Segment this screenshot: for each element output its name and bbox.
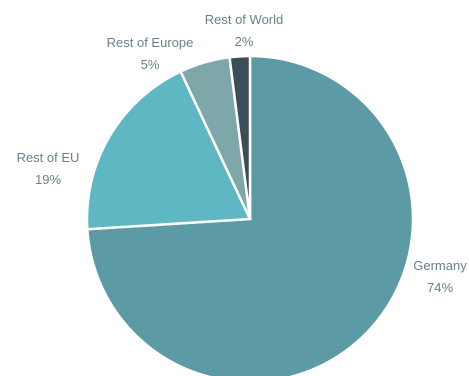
pie-slice-rest-of-eu — [85, 69, 252, 231]
slice-value-rest-of-eu: 19% — [35, 172, 61, 187]
slice-label-germany: Germany — [413, 258, 467, 273]
slice-value-rest-of-europe: 5% — [141, 57, 160, 72]
slice-value-germany: 74% — [427, 280, 453, 295]
slice-label-rest-of-europe: Rest of Europe — [107, 35, 194, 50]
slice-value-rest-of-world: 2% — [235, 34, 254, 49]
slice-label-rest-of-eu: Rest of EU — [17, 150, 80, 165]
pie-slice-rest-of-world — [228, 54, 252, 220]
slice-label-rest-of-world: Rest of World — [205, 12, 284, 27]
